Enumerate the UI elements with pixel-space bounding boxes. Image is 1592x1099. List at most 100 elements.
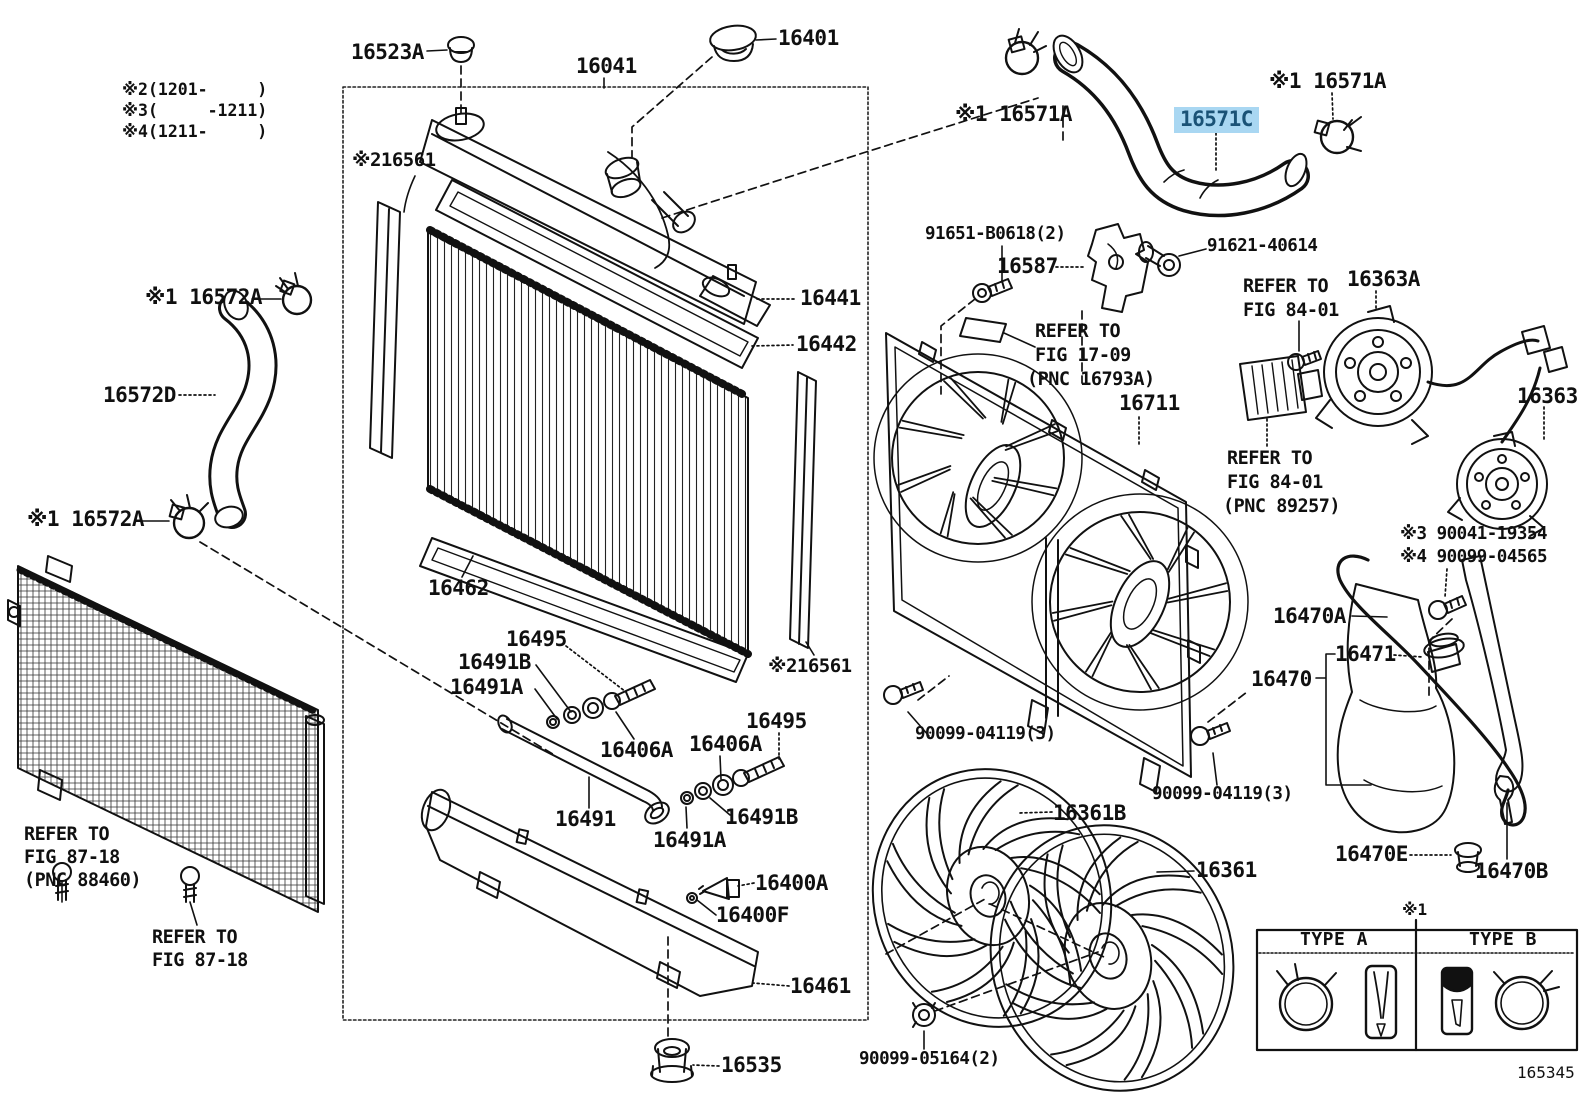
part-label-16523A-3[interactable]: 16523A (351, 40, 424, 64)
reservoir-assembly (1336, 554, 1527, 873)
part-label-16470B-60[interactable]: 16470B (1475, 859, 1548, 883)
part-label-16400A-27[interactable]: 16400A (755, 871, 828, 895)
part-label-90099041193-54[interactable]: 90099-04119(3) (915, 724, 1056, 744)
part-label-16442-16[interactable]: 16442 (796, 332, 857, 356)
part-label-90099041193-55[interactable]: 90099-04119(3) (1152, 784, 1293, 804)
note-label-41211-2: ※4(1211- ) (122, 122, 268, 141)
ref-label-REFERTO-46: REFER TO (1227, 448, 1313, 469)
part-label-16471-52[interactable]: 16471 (1335, 642, 1396, 666)
ref-label-PNC88460-12: (PNC 88460) (24, 870, 142, 891)
part-label-39004119354-49[interactable]: ※3 90041-19354 (1400, 524, 1547, 544)
plastic-clamp-icon-type-a (1364, 964, 1398, 1040)
note-label-31211-1: ※3( -1211) (122, 101, 268, 120)
part-label-16535-30[interactable]: 16535 (721, 1053, 782, 1077)
part-label-16572D-8[interactable]: 16572D (103, 383, 176, 407)
drain-plug-icon-16535 (650, 1038, 694, 1083)
side-seal-left (369, 201, 401, 459)
shroud-bolt-icon-left (883, 681, 924, 705)
grommet-icon-16470E (1454, 842, 1482, 873)
part-label-16406A-21[interactable]: 16406A (600, 738, 673, 762)
part-label-16587-36[interactable]: 16587 (997, 254, 1058, 278)
reservoir-hose-16470A (1336, 554, 1527, 827)
part-label-16470A-51[interactable]: 16470A (1273, 604, 1346, 628)
hose-16571C (1004, 28, 1362, 218)
ref-label-REFERTO-13: REFER TO (152, 927, 238, 948)
shroud-bolt-icon-right (1190, 722, 1231, 746)
part-label-16491B-19[interactable]: 16491B (458, 650, 531, 674)
table-header-TYPEB-63: TYPE B (1469, 929, 1538, 950)
nut-icon-90099-05164 (912, 1002, 936, 1028)
part-label-16491B-25[interactable]: 16491B (725, 805, 798, 829)
part-label-16470E-59[interactable]: 16470E (1335, 842, 1408, 866)
condenser-bolt-icon-1 (52, 862, 72, 901)
part-label-216561-6[interactable]: ※216561 (352, 149, 436, 171)
radiator-assembly (369, 24, 817, 1083)
part-label-16571C-33[interactable]: 16571C (1174, 107, 1259, 133)
ref-label-FIG1709-43: FIG 17-09 (1035, 345, 1131, 366)
condenser-bolt-icon-2 (180, 866, 200, 903)
reservoir-bracket (1461, 555, 1524, 793)
gasket-16462 (419, 537, 749, 683)
ref-label-REFERTO-38: REFER TO (1243, 276, 1329, 297)
bolt-icon-90041 (1428, 595, 1467, 620)
clamp-icon-16572A-top (275, 272, 313, 316)
part-label-116571A-32[interactable]: ※1 16571A (955, 102, 1073, 126)
gasket-16442 (435, 179, 759, 369)
part-label-16041-4[interactable]: 16041 (576, 54, 637, 78)
ref-label-REFERTO-10: REFER TO (24, 824, 110, 845)
part-label-16495-18[interactable]: 16495 (506, 627, 567, 651)
part-label-91651B06182-35[interactable]: 91651-B0618(2) (925, 224, 1066, 244)
bracket-16587 (1087, 223, 1149, 313)
ref-label-PNC16793A-44: (PNC 16793A) (1027, 369, 1155, 390)
part-label-16462-17[interactable]: 16462 (428, 576, 489, 600)
part-label-116572A-7[interactable]: ※1 16572A (145, 285, 263, 309)
part-label-9162140614-37[interactable]: 91621-40614 (1207, 236, 1318, 256)
fan-motor-16363 (1447, 431, 1548, 537)
part-label-16363A-40[interactable]: 16363A (1347, 267, 1420, 291)
ref-label-FIG8401-39: FIG 84-01 (1243, 300, 1339, 321)
part-label-16491A-20[interactable]: 16491A (450, 675, 523, 699)
part-label-16400F-28[interactable]: 16400F (716, 903, 789, 927)
fan-shroud-16711 (873, 332, 1249, 793)
part-label-16361B-56[interactable]: 16361B (1053, 801, 1126, 825)
oil-cooler-pipe-16491 (497, 714, 670, 825)
figure-number-165345-64: 165345 (1517, 1063, 1575, 1082)
part-label-90099051642-58[interactable]: 90099-05164(2) (859, 1049, 1000, 1069)
part-label-16491A-26[interactable]: 16491A (653, 828, 726, 852)
part-label-116571A-34[interactable]: ※1 16571A (1269, 69, 1387, 93)
part-label-16470-53[interactable]: 16470 (1251, 667, 1312, 691)
pipe-hardware-upper (546, 679, 656, 729)
condenser-assembly (7, 555, 325, 913)
side-seal-right (789, 371, 817, 649)
pin-icon-16470B (1493, 775, 1515, 825)
part-label-49009904565-50[interactable]: ※4 90099-04565 (1400, 547, 1547, 567)
drain-cock-16400A (686, 877, 740, 904)
part-label-16406A-22[interactable]: 16406A (689, 732, 762, 756)
part-label-16491-24[interactable]: 16491 (555, 807, 616, 831)
part-label-16361-57[interactable]: 16361 (1196, 858, 1257, 882)
part-label-16401-5[interactable]: 16401 (778, 26, 839, 50)
part-label-216561-31[interactable]: ※216561 (768, 655, 852, 677)
assembly-box-16041 (342, 86, 869, 1021)
part-label-16441-15[interactable]: 16441 (800, 286, 861, 310)
part-label-16461-29[interactable]: 16461 (790, 974, 851, 998)
ref-label-FIG8718-11: FIG 87-18 (24, 847, 120, 868)
leader-lines-solid (61, 38, 1508, 1050)
plastic-clamp-icon-type-b (1440, 966, 1474, 1036)
fan-16361 (989, 824, 1235, 1092)
reservoir-tank-16470 (1336, 583, 1456, 834)
part-label-16711-45[interactable]: 16711 (1119, 391, 1180, 415)
part-label-16495-23[interactable]: 16495 (746, 709, 807, 733)
table-header-TYPEA-62: TYPE A (1300, 929, 1369, 950)
ref-label-REFERTO-42: REFER TO (1035, 321, 1121, 342)
ref-label-PNC89257-48: (PNC 89257) (1223, 496, 1341, 517)
part-label-16363-41[interactable]: 16363 (1517, 384, 1578, 408)
lower-tank-16461 (420, 788, 759, 997)
radiator-upper-tank (419, 107, 757, 325)
ref-label-FIG8401-47: FIG 84-01 (1227, 472, 1323, 493)
spring-clamp-icon-type-b (1493, 970, 1560, 1031)
fan-16361B (871, 768, 1113, 1028)
part-label-116572A-9[interactable]: ※1 16572A (27, 507, 145, 531)
